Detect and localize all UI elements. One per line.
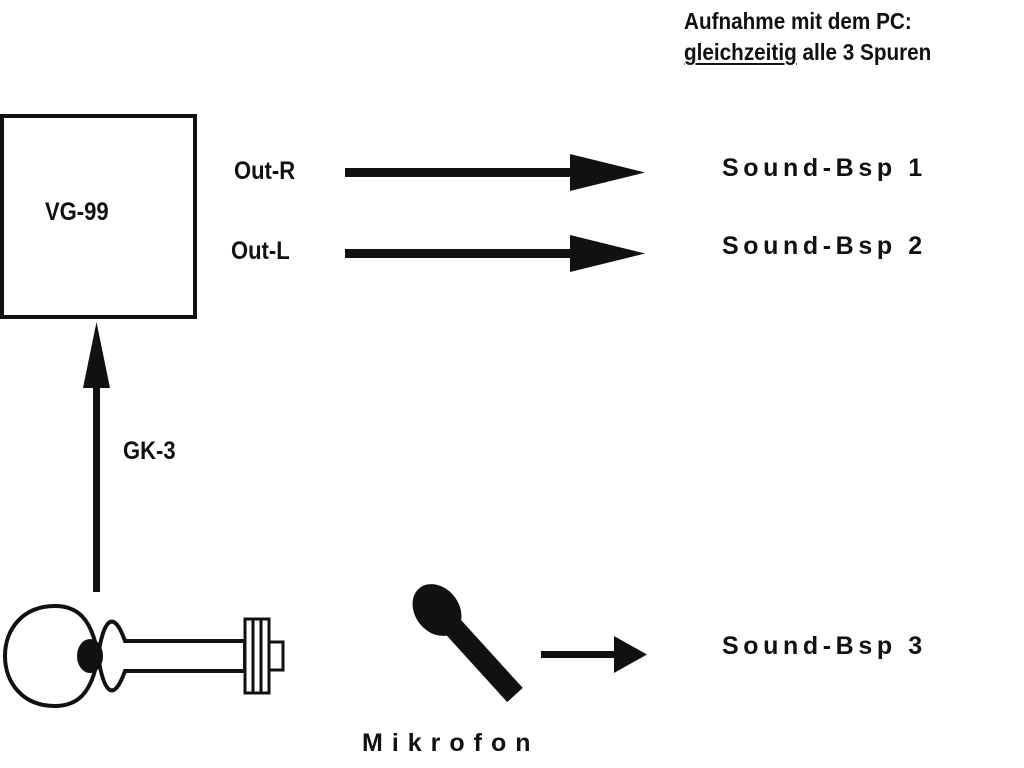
guitar-icon: [2, 603, 285, 709]
sound-example-2: Sound-Bsp 2: [722, 232, 927, 260]
gk3-label: GK-3: [123, 437, 176, 465]
gk3-arrow-icon: [83, 322, 110, 592]
vg99-box: [0, 114, 197, 319]
out-l-arrow-icon: [345, 235, 645, 272]
vg99-label: VG-99: [45, 198, 109, 226]
heading-line-2-rest: alle 3 Spuren: [796, 39, 932, 65]
sound-example-1: Sound-Bsp 1: [722, 154, 927, 182]
microphone-label: Mikrofon: [362, 729, 540, 757]
heading-line-2: gleichzeitig alle 3 Spuren: [684, 37, 931, 68]
mic-arrow-icon: [541, 636, 647, 673]
recording-heading: Aufnahme mit dem PC: gleichzeitig alle 3…: [684, 6, 931, 68]
heading-line-1: Aufnahme mit dem PC:: [684, 8, 912, 34]
sound-example-3: Sound-Bsp 3: [722, 632, 927, 660]
out-l-label: Out-L: [231, 237, 290, 265]
microphone-icon: [412, 584, 523, 703]
out-r-arrow-icon: [345, 154, 645, 191]
heading-underlined-word: gleichzeitig: [684, 39, 797, 65]
out-r-label: Out-R: [234, 157, 296, 185]
